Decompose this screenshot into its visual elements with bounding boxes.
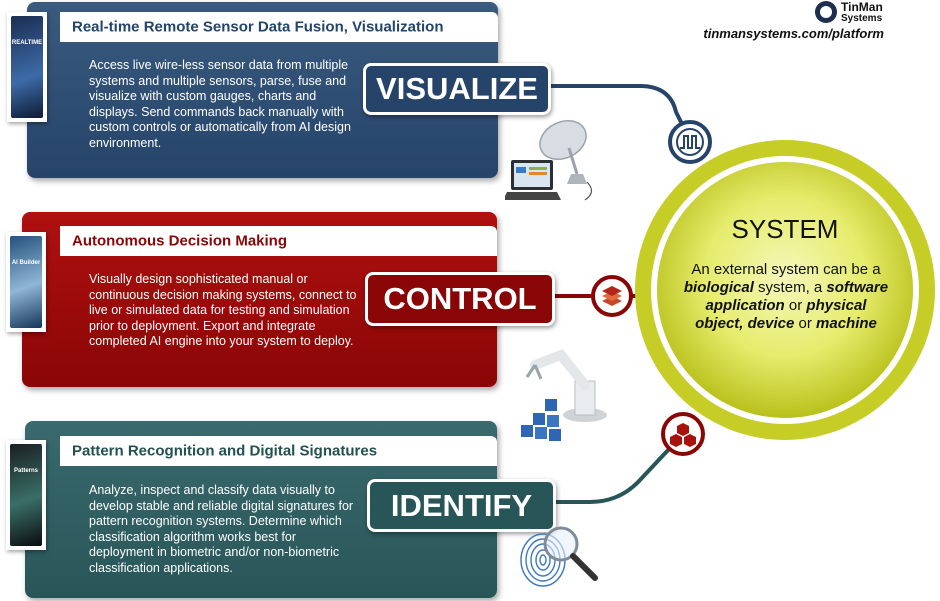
platform-url[interactable]: tinmansystems.com/platform xyxy=(703,26,884,41)
patterns-product-box: Patterns xyxy=(6,440,46,550)
blue-cubes-icon xyxy=(521,399,561,441)
robot-arm-icon xyxy=(525,349,607,422)
ai-builder-product-box: AI Builder xyxy=(6,232,46,332)
logo-name-line1: TinMan xyxy=(841,0,883,14)
identify-label: IDENTIFY xyxy=(367,479,556,532)
system-text-biological: biological xyxy=(683,279,754,296)
control-label: CONTROL xyxy=(365,272,555,326)
satellite-laptop-illustration xyxy=(505,120,593,201)
system-text-machine: machine xyxy=(816,315,877,332)
signal-icon xyxy=(668,120,712,164)
control-description: Visually design sophisticated manual or … xyxy=(89,272,357,349)
system-title: SYSTEM xyxy=(731,214,839,244)
fingerprint-illustration xyxy=(520,526,598,587)
robot-arm-illustration xyxy=(521,349,607,441)
identify-title-bar: Pattern Recognition and Digital Signatur… xyxy=(60,436,497,466)
hexagon-cluster-icon xyxy=(661,412,705,456)
visualize-title-bar: Real-time Remote Sensor Data Fusion, Vis… xyxy=(60,12,498,42)
realtime-product-box: REALTIME xyxy=(7,12,47,122)
laptop-icon xyxy=(505,160,561,200)
identify-description: Analyze, inspect and classify data visua… xyxy=(89,483,354,575)
system-text-1: An external system can be a xyxy=(691,261,881,278)
patterns-box-art xyxy=(10,444,42,546)
magnifier-icon xyxy=(543,526,598,581)
visualize-label: VISUALIZE xyxy=(363,63,551,115)
system-description: An external system can be a biological s… xyxy=(680,261,892,333)
tinman-logo[interactable]: TinMan Systems xyxy=(815,1,897,25)
layers-icon xyxy=(591,275,633,317)
visualize-description: Access live wire-less sensor data from m… xyxy=(89,58,351,150)
patterns-box-label: Patterns xyxy=(13,468,38,474)
control-title: Autonomous Decision Making xyxy=(72,232,288,250)
system-text-physical: physical object, device xyxy=(695,297,867,332)
realtime-box-art xyxy=(11,16,43,118)
logo-name-line2: Systems xyxy=(841,13,883,24)
connector-visualize xyxy=(543,84,692,142)
system-text-2: system, a xyxy=(753,279,827,296)
system-circle xyxy=(635,140,935,440)
visualize-title: Real-time Remote Sensor Data Fusion, Vis… xyxy=(72,18,444,36)
ai-builder-box-art xyxy=(10,236,42,328)
connector-identify xyxy=(548,446,672,504)
satellite-dish-icon xyxy=(539,120,593,201)
system-text-4: or xyxy=(794,315,817,332)
tinman-logo-icon xyxy=(815,1,837,23)
identify-title: Pattern Recognition and Digital Signatur… xyxy=(72,442,378,460)
realtime-box-label: REALTIME xyxy=(11,40,43,46)
system-text-3: or xyxy=(784,297,807,314)
control-title-bar: Autonomous Decision Making xyxy=(60,226,497,256)
system-text-software: software application xyxy=(705,279,889,314)
ai-builder-box-label: AI Builder xyxy=(11,260,41,266)
